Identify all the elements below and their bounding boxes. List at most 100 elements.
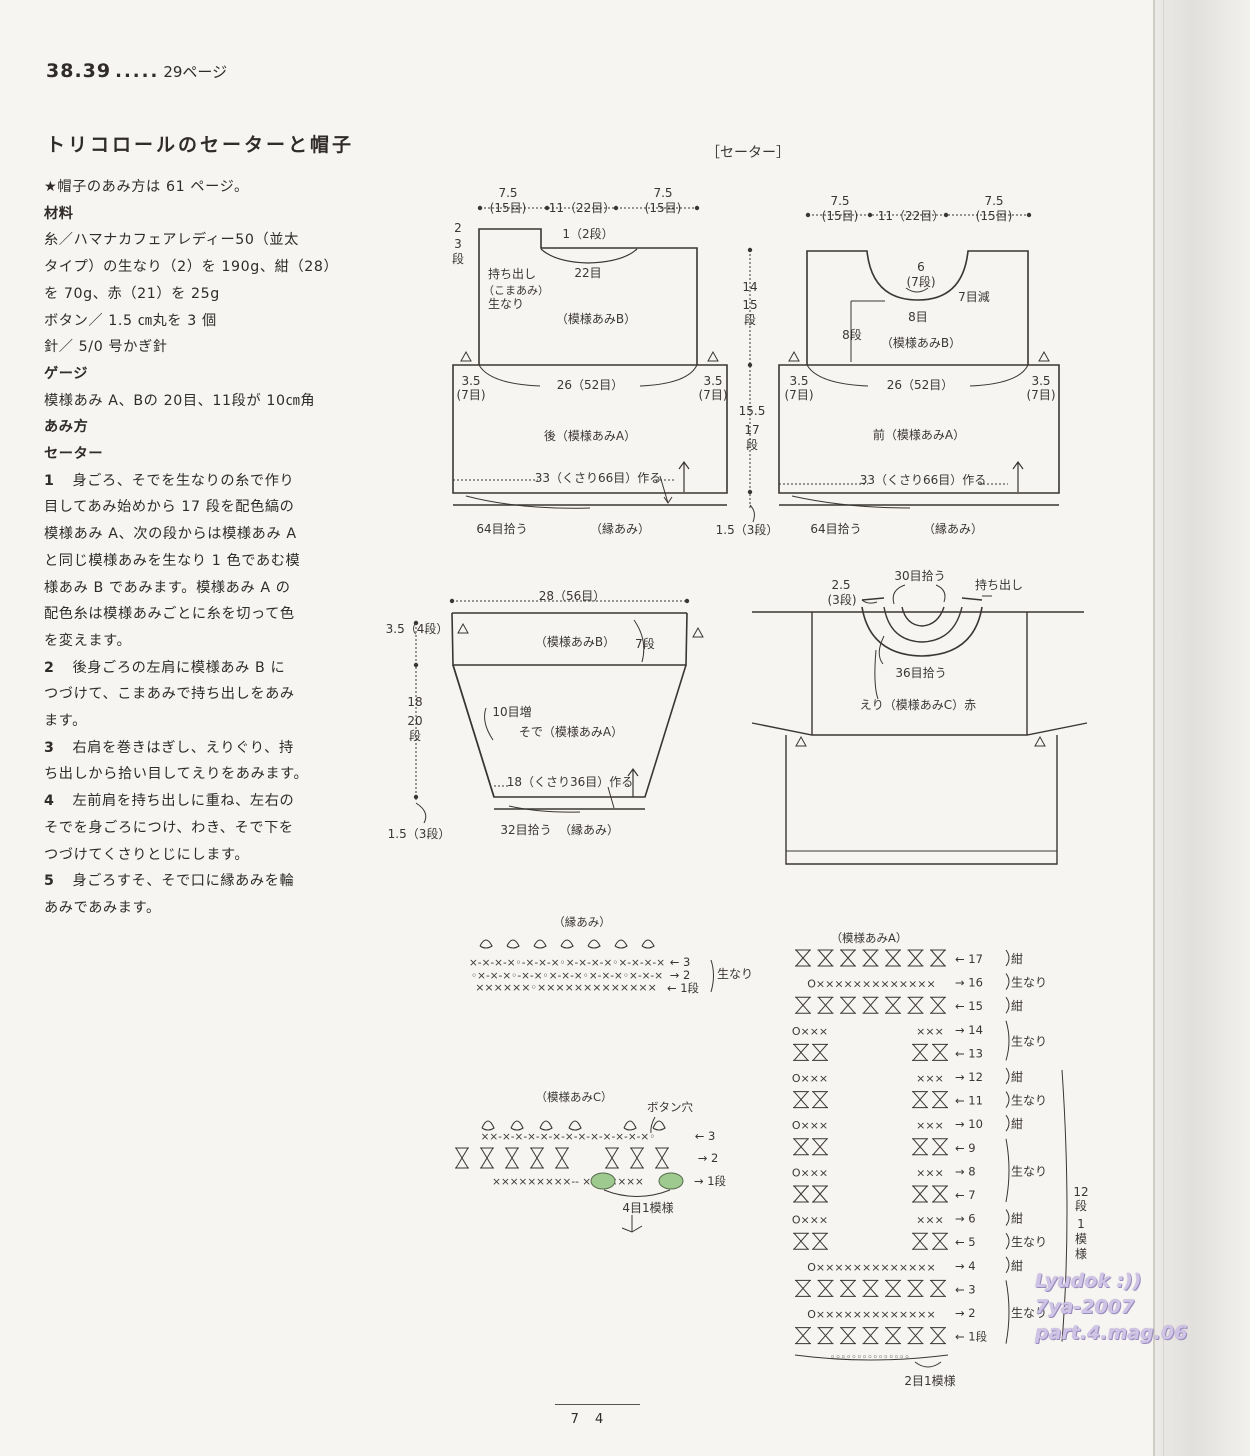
diagram-label: 1.5（3段） — [388, 826, 451, 841]
collar-tab — [861, 597, 983, 601]
instruction-text: 身ごろ、そでを生なりの糸で作り — [72, 472, 295, 489]
instruction-line: そでを身ごろにつけ、わき、そで下を — [44, 815, 334, 842]
diagram-label: ボタン穴 — [647, 1100, 693, 1114]
section-heading: ゲージ — [44, 361, 334, 388]
dimension-dot — [544, 205, 550, 211]
instruction-text: 右肩を巻きはぎし、えりぐり、持 — [72, 739, 294, 756]
collar-outer-edge — [861, 606, 983, 657]
stitch-row: ×××××××××-- ××××××× — [492, 1176, 644, 1188]
color-bracket — [1005, 973, 1010, 990]
double-crochet-cross — [932, 1232, 948, 1250]
instruction-line: と同じ模様あみを生なり 1 色であむ模 — [44, 548, 334, 575]
diagram-label: (7目) — [785, 388, 814, 402]
double-crochet-cross — [812, 1232, 828, 1250]
row-number: ← 17 — [955, 952, 983, 966]
pickup-curve — [465, 495, 591, 509]
instruction-text: を変えます。 — [44, 632, 132, 649]
armhole-curve — [478, 364, 541, 387]
instruction-line: 3 右肩を巻きはぎし、えりぐり、持 — [44, 735, 334, 762]
color-bracket — [1005, 996, 1010, 1014]
diagram-label: （模様あみB） — [535, 635, 615, 649]
diagram-label: 18 — [407, 695, 422, 709]
diagram-label: (7目) — [1027, 388, 1056, 402]
double-crochet-cross — [932, 1043, 948, 1061]
sleeve-side — [452, 664, 495, 798]
single-crochet-row: O××××××××××××× — [807, 1261, 935, 1274]
bracket — [710, 959, 714, 993]
instruction-line: ★帽子のあみ方は 61 ページ。 — [44, 174, 334, 201]
picot-symbol — [623, 1120, 637, 1131]
header-dots: ..... — [115, 61, 160, 82]
diagram-label: 15 — [742, 298, 757, 312]
diagram-label: 11（22目） — [549, 201, 616, 215]
back-yoke-outline — [478, 228, 698, 365]
watermark-line: Lyudok :)) — [1035, 1270, 1142, 1292]
double-crochet-cross — [912, 1232, 928, 1250]
color-bracket — [1005, 1209, 1010, 1226]
pattern-number: 38.39 — [46, 60, 112, 82]
instruction-text: つづけてくさりとじにします。 — [44, 846, 250, 863]
instruction-text: ち出しから拾い目してえりをあみます。 — [44, 766, 309, 783]
double-crochet-cross — [930, 1327, 946, 1345]
instruction-text: 模様あみ A、Bの 20目、11段が 10㎝角 — [44, 392, 316, 409]
double-crochet-cross — [912, 1185, 928, 1203]
double-crochet-cross — [885, 1279, 901, 1297]
color-label: 生なり — [1011, 976, 1047, 990]
dimension-dot — [413, 620, 419, 626]
section-heading: 材料 — [44, 201, 334, 228]
picot-symbol — [479, 939, 493, 949]
picot-symbol — [652, 1120, 666, 1131]
color-bracket — [1005, 949, 1010, 967]
instruction-text: あみ方 — [44, 419, 89, 436]
diagram-label: （模様あみC） — [535, 1090, 612, 1104]
double-crochet-cross — [795, 1327, 811, 1345]
single-crochet-row: ××× — [916, 1119, 944, 1132]
row-number: ← 1段 — [955, 1330, 988, 1344]
section-heading: セーター — [44, 441, 334, 468]
front-body-outline — [778, 364, 1060, 494]
page-number: 7 4 — [570, 1412, 610, 1427]
leader-curve — [415, 802, 427, 824]
stitch-row: ××××××◦××××××××××××× — [475, 981, 657, 994]
step-number: 3 — [44, 739, 55, 756]
double-crochet-cross — [932, 1185, 948, 1203]
single-crochet-row: ××× — [916, 1214, 944, 1227]
diagram-label: (3段) — [828, 592, 857, 607]
diagram-label: （模様あみB） — [881, 336, 961, 350]
double-crochet-cross — [907, 1279, 924, 1297]
single-crochet-row: O××× — [792, 1119, 828, 1132]
armhole-curve — [806, 364, 869, 387]
double-crochet-cross — [812, 1185, 828, 1203]
underarm-line — [751, 722, 1088, 736]
double-crochet-cross — [795, 996, 811, 1014]
color-label: 紺 — [1011, 951, 1023, 966]
double-crochet-cross — [817, 1327, 834, 1345]
collar-mid-edge — [883, 606, 963, 643]
step-number: 4 — [44, 793, 55, 810]
diagram-label: 7.5 — [653, 186, 672, 200]
diagram-label: 1（2段） — [562, 226, 613, 241]
diagram-label: 26（52目） — [557, 378, 624, 392]
picot-symbol — [614, 939, 628, 949]
diagram-label: 2 — [454, 221, 462, 235]
double-crochet-cross — [530, 1147, 544, 1169]
dimension-dot — [747, 489, 753, 495]
diagram-label: 持ち出し — [975, 577, 1023, 592]
instruction-line: 様あみ B であみます。模様あみ A の — [44, 575, 334, 602]
row-number: → 10 — [955, 1117, 983, 1131]
diagram-label: えり（模様あみC）赤 — [860, 698, 976, 712]
diagram-label: 7段 — [635, 636, 655, 651]
direction-arrow-icon — [659, 475, 673, 504]
color-bracket — [1005, 1114, 1010, 1132]
row-number: ← 7 — [955, 1188, 976, 1202]
diagram-label: (15目) — [822, 209, 859, 223]
single-crochet-row: ××× — [916, 1025, 944, 1038]
instruction-text: ゲージ — [44, 365, 89, 382]
double-crochet-cross — [505, 1147, 519, 1169]
double-crochet-cross — [630, 1147, 644, 1169]
instruction-line: 糸／ハマナカフェアレディー50（並太 — [44, 227, 334, 254]
diagram-label: 7目減 — [958, 289, 990, 304]
diagram-label: 3.5 — [789, 374, 808, 388]
